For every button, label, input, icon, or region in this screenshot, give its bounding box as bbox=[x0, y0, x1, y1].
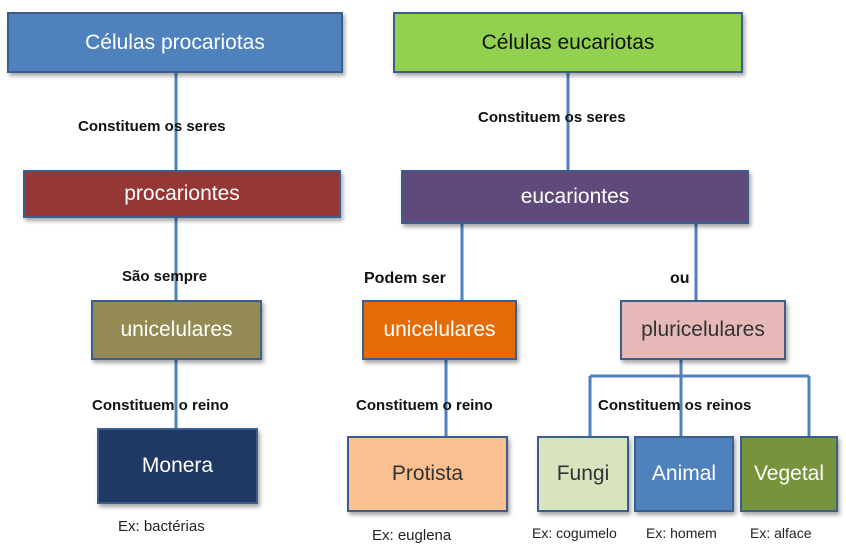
node-animal: Animal bbox=[634, 436, 734, 512]
link-label-constitute-beings-left: Constituem os seres bbox=[78, 118, 226, 135]
link-label-always-are: São sempre bbox=[122, 268, 208, 285]
node-multicellular: pluricelulares bbox=[620, 300, 786, 360]
example-man: Ex: homem bbox=[646, 525, 717, 541]
node-unicellular-eukaryote: unicelulares bbox=[362, 300, 517, 360]
node-vegetal: Vegetal bbox=[740, 436, 838, 512]
example-euglena: Ex: euglena bbox=[372, 527, 452, 544]
node-fungi: Fungi bbox=[537, 436, 629, 512]
node-eukaryotes: eucariontes bbox=[401, 170, 749, 224]
link-label-constitute-kingdom-mid: Constituem o reino bbox=[356, 397, 493, 414]
node-eukaryotic-cells: Células eucariotas bbox=[393, 12, 743, 73]
example-bacteria: Ex: bactérias bbox=[118, 518, 205, 535]
node-prokaryotes: procariontes bbox=[23, 170, 341, 218]
node-monera: Monera bbox=[97, 428, 258, 504]
node-protista: Protista bbox=[347, 436, 508, 512]
example-lettuce: Ex: alface bbox=[750, 525, 812, 541]
link-label-constitute-kingdom-left: Constituem o reino bbox=[92, 397, 229, 414]
node-unicellular-prokaryote: unicelulares bbox=[91, 300, 262, 360]
link-label-constitute-kingdoms: Constituem os reinos bbox=[598, 397, 752, 414]
example-mushroom: Ex: cogumelo bbox=[532, 525, 617, 541]
link-label-constitute-beings-right: Constituem os seres bbox=[478, 109, 626, 126]
link-label-or: ou bbox=[670, 270, 690, 287]
link-label-can-be: Podem ser bbox=[364, 270, 446, 287]
node-prokaryotic-cells: Células procariotas bbox=[7, 12, 343, 73]
